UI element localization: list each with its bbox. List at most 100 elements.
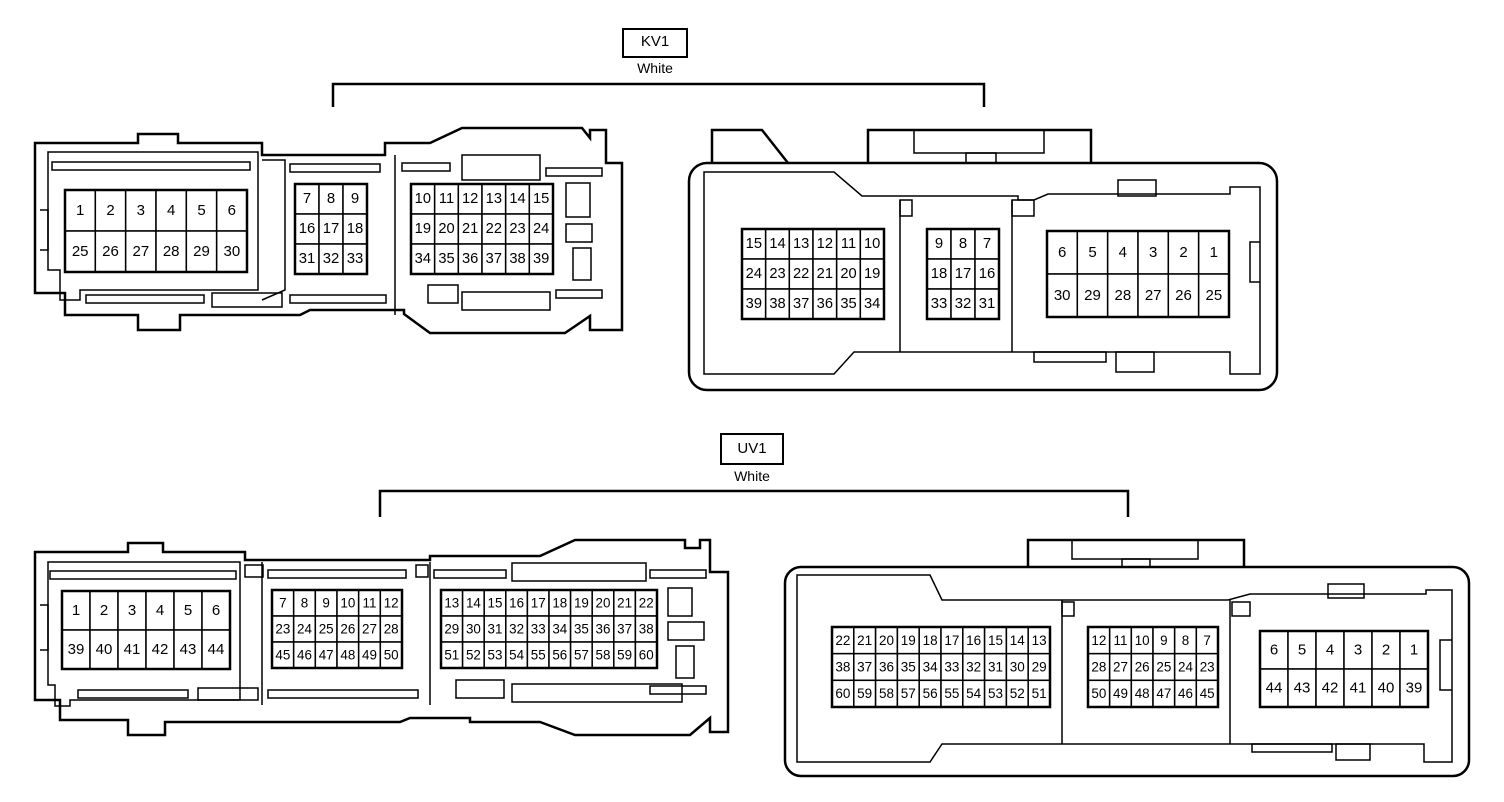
- uv1-label: UV1: [720, 433, 784, 465]
- block-border: [1045, 229, 1231, 319]
- pin-cavity: [974, 228, 1000, 260]
- pin-number: 35: [438, 251, 454, 267]
- pin-cavity: [1076, 230, 1109, 275]
- pin-number: 33: [944, 660, 959, 675]
- pin-number: 5: [184, 602, 192, 619]
- pin-number: 56: [552, 648, 567, 663]
- pin-number: 49: [362, 648, 377, 663]
- pin-number: 37: [857, 660, 872, 675]
- pin-number: 25: [1156, 660, 1171, 675]
- pin-number: 51: [1032, 686, 1047, 701]
- pin-number: 16: [299, 221, 316, 237]
- pin-number: 37: [617, 622, 632, 637]
- pin-number: 40: [1378, 680, 1395, 697]
- pin-number: 32: [955, 296, 972, 312]
- block-border: [740, 227, 886, 321]
- pin-cavity: [318, 183, 344, 215]
- pin-number: 29: [1084, 287, 1101, 304]
- pin-number: 54: [509, 648, 524, 663]
- pin-number: 22: [835, 633, 850, 648]
- pin-number: 53: [488, 648, 503, 663]
- block-border: [293, 182, 369, 276]
- pin-number: 1: [72, 602, 80, 619]
- kv1-harness-housing: [33, 126, 624, 335]
- pin-number: 7: [303, 191, 311, 207]
- pin-number: 30: [223, 243, 240, 260]
- pin-number: 23: [509, 221, 525, 237]
- pin-number: 38: [835, 660, 850, 675]
- pin-number: 42: [1322, 680, 1339, 697]
- pin-number: 14: [466, 596, 481, 611]
- pin-number: 14: [769, 236, 785, 252]
- pin-number: 60: [639, 648, 654, 663]
- block-border: [270, 588, 404, 670]
- pin-cavity: [1343, 630, 1373, 670]
- pin-number: 17: [944, 633, 959, 648]
- pin-number: 23: [275, 622, 290, 637]
- pin-number: 16: [509, 596, 524, 611]
- pin-number: 39: [1406, 680, 1423, 697]
- pin-number: 33: [931, 296, 948, 312]
- pin-number: 41: [1350, 680, 1367, 697]
- pin-number: 36: [462, 251, 478, 267]
- pin-number: 28: [1114, 287, 1131, 304]
- pin-number: 1: [1210, 244, 1218, 261]
- pin-number: 60: [835, 686, 850, 701]
- pin-number: 21: [617, 596, 632, 611]
- pin-number: 15: [533, 191, 549, 207]
- pin-number: 18: [552, 596, 567, 611]
- pin-number: 27: [132, 243, 149, 260]
- pin-cavity: [1106, 273, 1139, 318]
- pin-number: 29: [1032, 660, 1047, 675]
- pin-number: 6: [1270, 642, 1278, 659]
- pin-cavity: [124, 230, 157, 273]
- pin-cavity: [94, 189, 127, 232]
- pin-number: 50: [384, 648, 399, 663]
- pin-number: 35: [901, 660, 916, 675]
- pin-number: 8: [301, 596, 308, 611]
- pin-number: 10: [415, 191, 431, 207]
- pin-cavity: [124, 189, 157, 232]
- pin-number: 4: [156, 602, 164, 619]
- pin-number: 22: [639, 596, 654, 611]
- pin-number: 44: [208, 641, 225, 658]
- pin-number: 4: [167, 202, 175, 219]
- pin-number: 24: [533, 221, 549, 237]
- pin-number: 17: [955, 266, 972, 282]
- pin-number: 38: [769, 296, 785, 312]
- pin-number: 51: [444, 648, 459, 663]
- uv1-harness-housing: [33, 538, 730, 737]
- pin-number: 34: [923, 660, 939, 675]
- pin-number: 48: [1135, 686, 1150, 701]
- pin-number: 27: [1113, 660, 1128, 675]
- pin-number: 39: [68, 641, 85, 658]
- pin-number: 30: [466, 622, 481, 637]
- pin-number: 52: [466, 648, 481, 663]
- pin-number: 25: [72, 243, 89, 260]
- pin-number: 5: [197, 202, 205, 219]
- pin-number: 32: [966, 660, 981, 675]
- pin-number: 53: [988, 686, 1003, 701]
- pin-number: 2: [1179, 244, 1187, 261]
- pin-number: 18: [923, 633, 938, 648]
- pin-number: 36: [596, 622, 611, 637]
- block-border: [1258, 629, 1430, 709]
- pin-number: 28: [1091, 660, 1106, 675]
- pin-number: 15: [488, 596, 503, 611]
- pin-number: 25: [1205, 287, 1222, 304]
- pin-number: 17: [323, 221, 340, 237]
- pin-number: 28: [163, 243, 180, 260]
- pin-number: 54: [966, 686, 982, 701]
- pin-number: 59: [617, 648, 632, 663]
- uv1-device-housing: [783, 538, 1471, 778]
- uv1-bracket: [378, 489, 1130, 517]
- pin-number: 12: [462, 191, 478, 207]
- pin-number: 34: [415, 251, 431, 267]
- pin-number: 42: [152, 641, 169, 658]
- pin-number: 26: [1135, 660, 1150, 675]
